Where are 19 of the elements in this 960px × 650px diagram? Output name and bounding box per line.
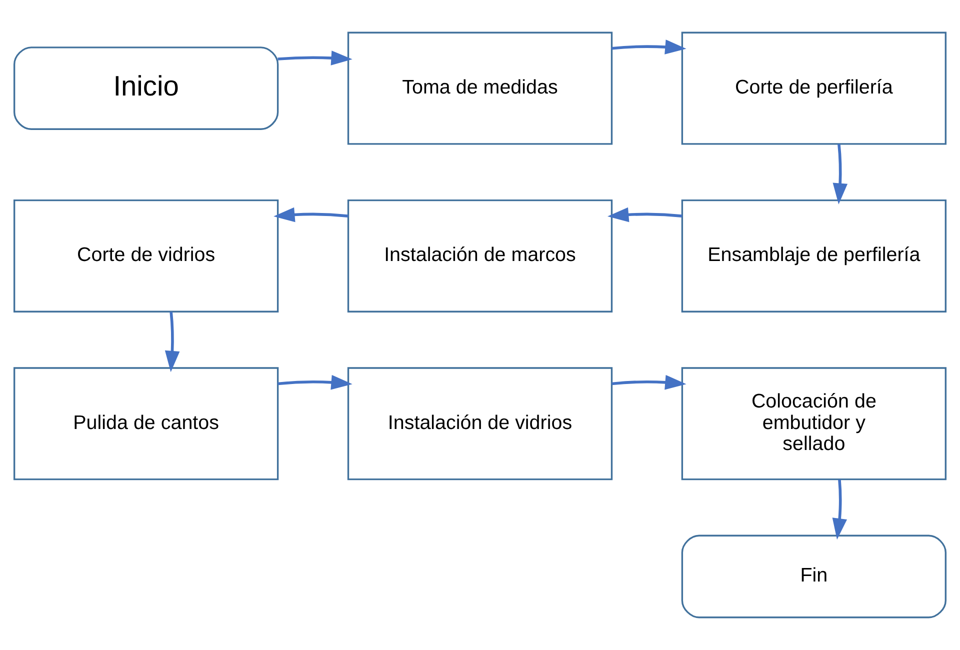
node-box: Ensamblaje de perfilería xyxy=(681,199,947,312)
node-box: Instalación de vidrios xyxy=(347,367,613,480)
arrow xyxy=(278,50,352,66)
arrow xyxy=(278,374,352,390)
arrow xyxy=(832,480,848,540)
arrow xyxy=(612,40,686,54)
arrow xyxy=(612,374,686,390)
node-box: Fin xyxy=(681,534,947,618)
node-box: Corte de perfilería xyxy=(681,32,947,145)
arrow xyxy=(164,312,180,372)
node-box: Instalación de marcos xyxy=(347,199,613,312)
arrow xyxy=(607,207,682,222)
node-box: Toma de medidas xyxy=(347,32,613,145)
node-box: Corte de vidrios xyxy=(13,199,279,312)
node-box: Colocación de embutidor y sellado xyxy=(681,367,947,480)
node-box: Inicio xyxy=(13,46,279,130)
node-box: Pulida de cantos xyxy=(13,367,279,480)
arrow xyxy=(832,144,848,204)
arrow xyxy=(274,207,348,222)
